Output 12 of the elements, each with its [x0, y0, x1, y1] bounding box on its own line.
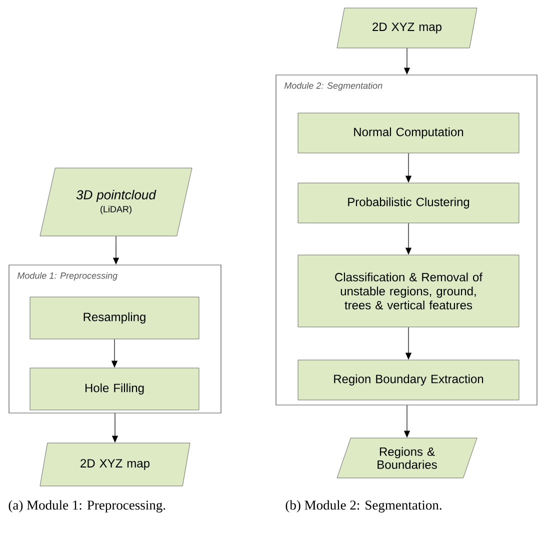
data-parallelogram: 3D pointcloud (LiDAR) [40, 168, 192, 236]
process-box: Classification & Removal of unstable regions, ground, trees & vertical features [298, 254, 520, 328]
data-parallelogram: 2D XYZ map [336, 8, 478, 48]
process-box: Region Boundary Extraction [298, 360, 520, 400]
process-box: Resampling [30, 296, 200, 340]
process-box: Hole Filling [30, 368, 200, 410]
data-parallelogram: 2D XYZ map [40, 442, 190, 486]
process-box: Normal Computation [298, 112, 520, 154]
caption: (b) Module 2: Segmentation. [286, 500, 442, 512]
process-box: Probabilistic Clustering [298, 182, 520, 224]
data-parallelogram: Regions & Boundaries [336, 438, 478, 478]
caption: (a) Module 1: Preprocessing. [8, 500, 166, 512]
